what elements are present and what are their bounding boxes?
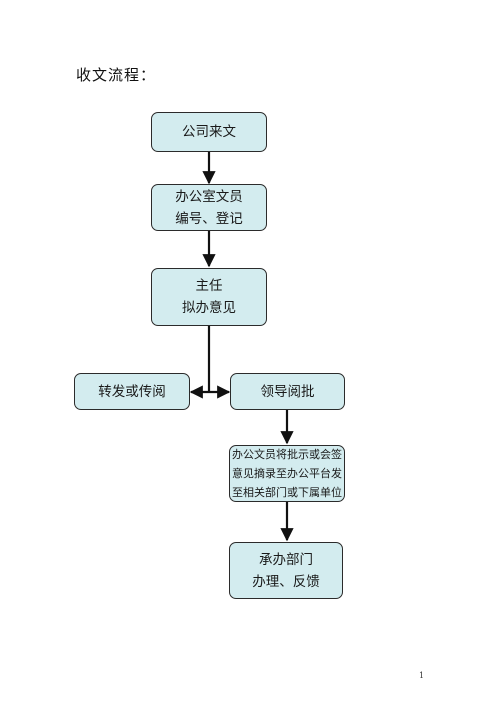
node-label: 主任 <box>195 278 223 294</box>
node-label: 至相关部门或下属单位 <box>232 486 342 499</box>
node-label: 公司来文 <box>182 124 236 140</box>
node-label: 办理、反馈 <box>252 573 320 590</box>
node-label: 转发或传阅 <box>98 383 166 400</box>
node-company-incoming: 公司来文 <box>151 112 267 152</box>
node-label: 拟办意见 <box>182 300 236 316</box>
node-label: 办公文员将批示或会签 <box>232 448 342 461</box>
node-label: 领导阅批 <box>260 383 315 400</box>
node-label: 编号、登记 <box>175 210 243 227</box>
node-label: 承办部门 <box>259 551 313 568</box>
node-director: 主任 拟办意见 <box>151 268 267 326</box>
node-label: 意见摘录至办公平台发 <box>232 467 342 480</box>
node-forward: 转发或传阅 <box>74 373 190 410</box>
node-office-clerk: 办公室文员 编号、登记 <box>151 184 267 231</box>
node-clerk-publish: 办公文员将批示或会签 意见摘录至办公平台发 至相关部门或下属单位 <box>229 445 345 502</box>
page-number: 1 <box>419 671 425 680</box>
node-label: 办公室文员 <box>175 188 243 205</box>
node-leader-approval: 领导阅批 <box>230 373 345 410</box>
page-title: 收文流程： <box>76 66 157 84</box>
node-handling-dept: 承办部门 办理、反馈 <box>229 542 343 599</box>
